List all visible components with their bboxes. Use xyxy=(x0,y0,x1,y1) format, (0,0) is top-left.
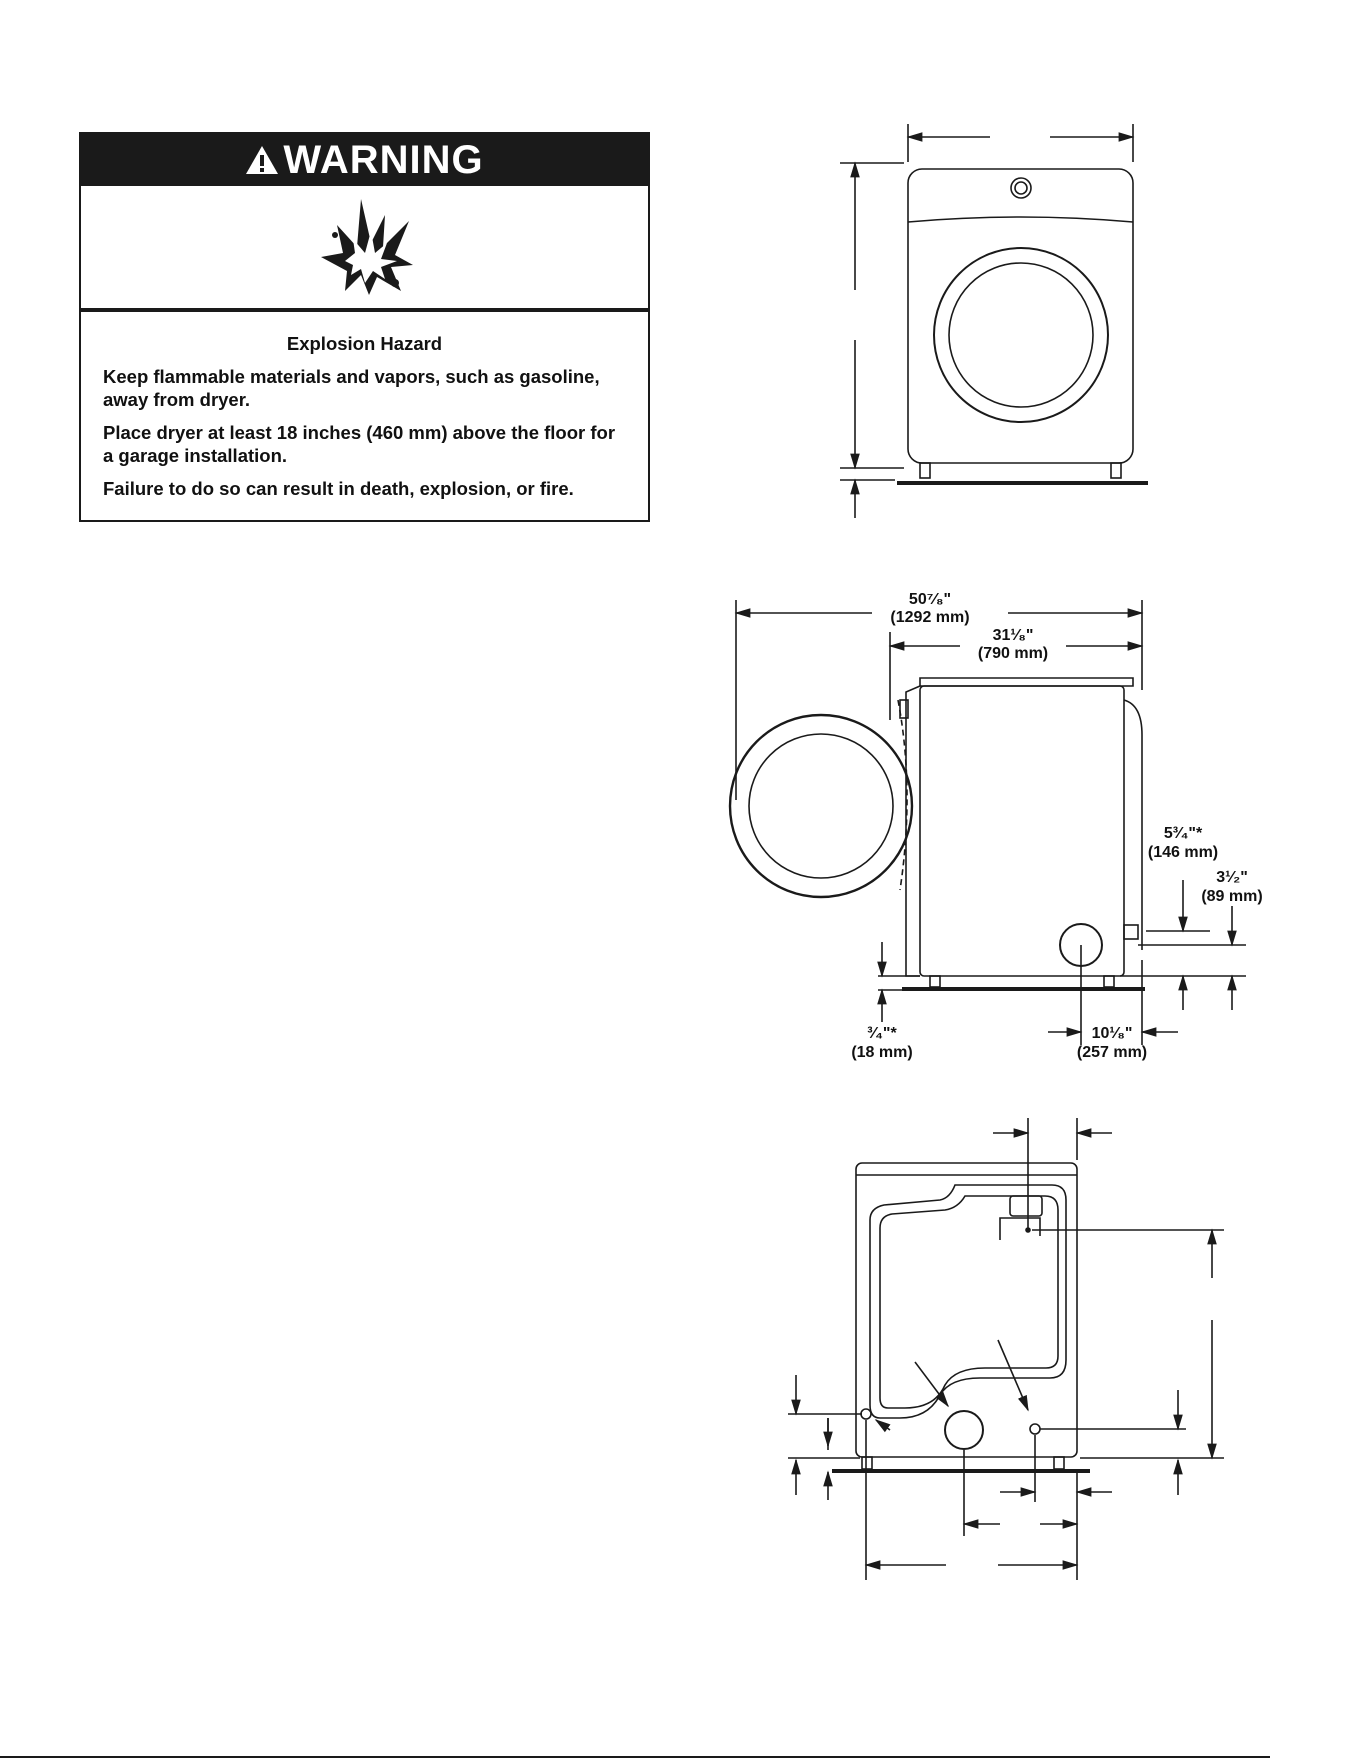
label-foot-height-imperial: ³⁄₄"* xyxy=(867,1025,897,1042)
explosion-symbol xyxy=(81,186,648,308)
front-door-window xyxy=(948,262,1094,408)
front-door-outer xyxy=(933,247,1109,423)
warning-heading: WARNING xyxy=(283,137,484,182)
front-console-line xyxy=(907,216,1134,223)
side-view-diagram xyxy=(728,600,1246,1045)
warning-line-3: Failure to do so can result in death, ex… xyxy=(103,478,574,499)
control-knob-icon xyxy=(1010,177,1032,199)
water-inlet-icon xyxy=(860,1408,872,1420)
label-vent-offset-imperial: 10¹⁄₈" xyxy=(1092,1025,1133,1042)
label-vent-high-metric: (146 mm) xyxy=(1148,844,1218,861)
dryer-front-cabinet xyxy=(907,168,1134,464)
label-vent-low-imperial: 3¹⁄₂" xyxy=(1216,869,1248,886)
front-view-diagram xyxy=(840,124,1148,518)
side-cabinet xyxy=(919,685,1125,977)
hazard-title: Explosion Hazard xyxy=(286,333,443,354)
label-depth-open-imperial: 50⁷⁄₈" xyxy=(909,591,951,608)
label-depth-cabinet-imperial: 31¹⁄₈" xyxy=(993,627,1034,644)
explosion-icon xyxy=(320,199,413,295)
gas-inlet-icon xyxy=(1029,1423,1041,1435)
rear-panel-outline xyxy=(869,1184,1067,1419)
open-door-window xyxy=(748,733,894,879)
side-view-labels: 50⁷⁄₈" (1292 mm) 31¹⁄₈" (790 mm) 5³⁄₄"* … xyxy=(851,591,1262,1061)
door-swing-path xyxy=(897,699,908,891)
label-depth-open-metric: (1292 mm) xyxy=(890,609,969,626)
warning-divider xyxy=(81,308,648,312)
label-vent-low-metric: (89 mm) xyxy=(1201,888,1262,905)
side-top-panel xyxy=(919,677,1134,687)
warning-triangle-icon xyxy=(246,146,279,174)
front-foot-right xyxy=(1110,462,1122,479)
rear-label-plate xyxy=(1009,1195,1043,1217)
warning-line-2: Place dryer at least 18 inches (460 mm) … xyxy=(103,422,616,466)
label-depth-cabinet-metric: (790 mm) xyxy=(978,645,1048,662)
rear-panel-inner xyxy=(879,1195,1059,1409)
power-cord-point xyxy=(1025,1227,1031,1233)
warning-line-1: Keep flammable materials and vapors, suc… xyxy=(103,366,600,410)
rear-view-diagram xyxy=(788,1118,1224,1580)
label-vent-high-imperial: 5³⁄₄"* xyxy=(1164,825,1203,842)
rear-cabinet xyxy=(855,1162,1078,1458)
open-door-outer xyxy=(728,713,914,899)
label-vent-offset-metric: (257 mm) xyxy=(1077,1044,1147,1061)
rear-vent-opening xyxy=(944,1410,984,1450)
warning-header: WARNING xyxy=(81,134,648,186)
label-foot-height-metric: (18 mm) xyxy=(851,1044,912,1061)
warning-box: WARNING Explosion Hazard Keep flammable … xyxy=(79,132,650,522)
warning-body: Explosion Hazard Keep flammable material… xyxy=(81,312,648,500)
front-foot-left xyxy=(919,462,931,479)
